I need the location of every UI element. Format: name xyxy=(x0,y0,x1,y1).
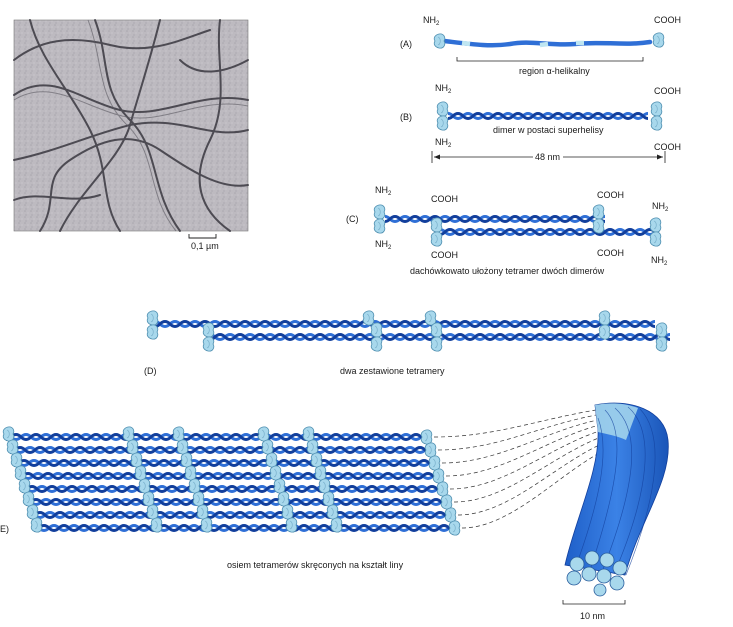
panel-a-cooh: COOH xyxy=(654,15,681,25)
panel-c-cooh-top-left: COOH xyxy=(431,194,458,204)
tetramer-row xyxy=(14,465,445,484)
panel-e-diameter-label: 10 nm xyxy=(580,611,605,621)
panel-b-cooh-top: COOH xyxy=(654,86,681,96)
panel-c-nh2-bottom: NH2 xyxy=(375,239,392,251)
panel-d-letter: (D) xyxy=(144,366,157,376)
panel-a-bracket xyxy=(456,57,644,62)
tetramer-row xyxy=(26,504,457,523)
panel-e-tetramer-array xyxy=(2,426,461,536)
panel-b-caption: dimer w postaci superhelisy xyxy=(493,125,604,135)
panel-e-letter: E) xyxy=(0,524,9,534)
panel-b-length-label: 48 nm xyxy=(535,152,560,162)
panel-e-rope xyxy=(564,402,669,597)
connector-line xyxy=(441,417,609,464)
tetramer-row xyxy=(22,491,453,510)
micrograph-scale-label: 0,1 µm xyxy=(191,241,219,251)
panel-c-caption: dachówkowato ułożony tetramer dwóch dime… xyxy=(410,266,605,276)
panel-c-nh2-top: NH2 xyxy=(375,185,392,197)
panel-b-nh2-top: NH2 xyxy=(435,83,452,95)
tetramer-row xyxy=(2,426,433,445)
connector-line xyxy=(437,413,603,451)
panel-a-nh2: NH2 xyxy=(423,15,440,27)
panel-c-tetramer xyxy=(373,204,662,247)
panel-b-length-arrow xyxy=(431,151,666,163)
panel-b-cooh-bottom: COOH xyxy=(654,142,681,152)
tetramer-row xyxy=(6,439,437,458)
panel-d-two-tetramers xyxy=(146,310,672,352)
panel-a-letter: (A) xyxy=(400,39,412,49)
panel-e-caption: osiem tetramerów skręconych na kształt l… xyxy=(227,560,404,570)
micrograph-scale-bar xyxy=(188,234,217,239)
panel-c-nh2-top-right: NH2 xyxy=(652,201,669,213)
connector-line xyxy=(445,421,615,477)
panel-e-scale-bar xyxy=(562,600,626,605)
tetramer-row xyxy=(18,478,449,497)
panel-d-caption: dwa zestawione tetramery xyxy=(340,366,445,376)
panel-c-letter: (C) xyxy=(346,214,359,224)
connector-line xyxy=(453,429,627,503)
panel-c-nh2-bottom-right: NH2 xyxy=(651,255,668,267)
electron-micrograph xyxy=(13,19,249,232)
panel-c-cooh-bottom-left: COOH xyxy=(431,250,458,260)
panel-a-monomer xyxy=(433,32,665,49)
panel-b-nh2-bottom: NH2 xyxy=(435,137,452,149)
panel-c-cooh-top-right: COOH xyxy=(597,190,624,200)
panel-a-caption: region α-helikalny xyxy=(519,66,590,76)
panel-c-cooh-bottom-right: COOH xyxy=(597,248,624,258)
panel-b-letter: (B) xyxy=(400,112,412,122)
tetramer-row xyxy=(10,452,441,471)
connector-line xyxy=(433,409,597,438)
tetramer-row xyxy=(30,517,461,536)
